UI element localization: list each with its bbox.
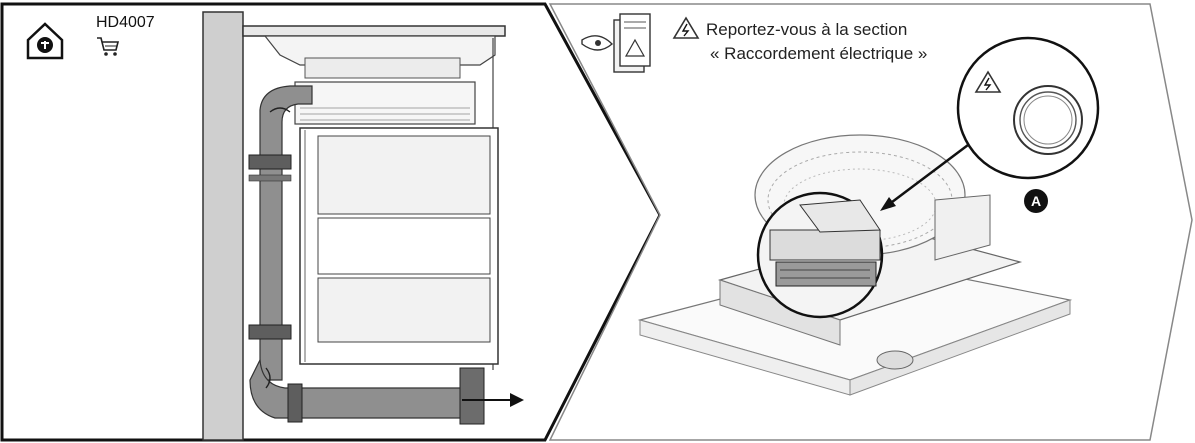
marker-a: [1024, 189, 1048, 213]
zoom-lens: [756, 191, 884, 319]
duct-pipe: [248, 85, 485, 425]
reference-note: Reportez-vous à la section « Raccordemen…: [706, 18, 927, 66]
callout-detail: [956, 36, 1100, 180]
left-panel: [0, 2, 662, 442]
wall: [202, 11, 244, 441]
reference-line-2: « Raccordement électrique »: [710, 44, 928, 63]
hob: [242, 25, 506, 370]
home-fan-icon: [26, 22, 64, 60]
airflow-arrow: [462, 393, 524, 407]
shopping-cart-icon: [97, 37, 120, 56]
right-panel: [548, 3, 1193, 441]
product-code: HD4007: [96, 14, 155, 31]
reference-line-1: Reportez-vous à la section: [706, 20, 908, 39]
electric-warning-icon: [672, 16, 700, 39]
oven-cabinet: [299, 127, 499, 365]
callout-arrow: [880, 144, 969, 211]
eye-manual-icon: [581, 13, 651, 73]
